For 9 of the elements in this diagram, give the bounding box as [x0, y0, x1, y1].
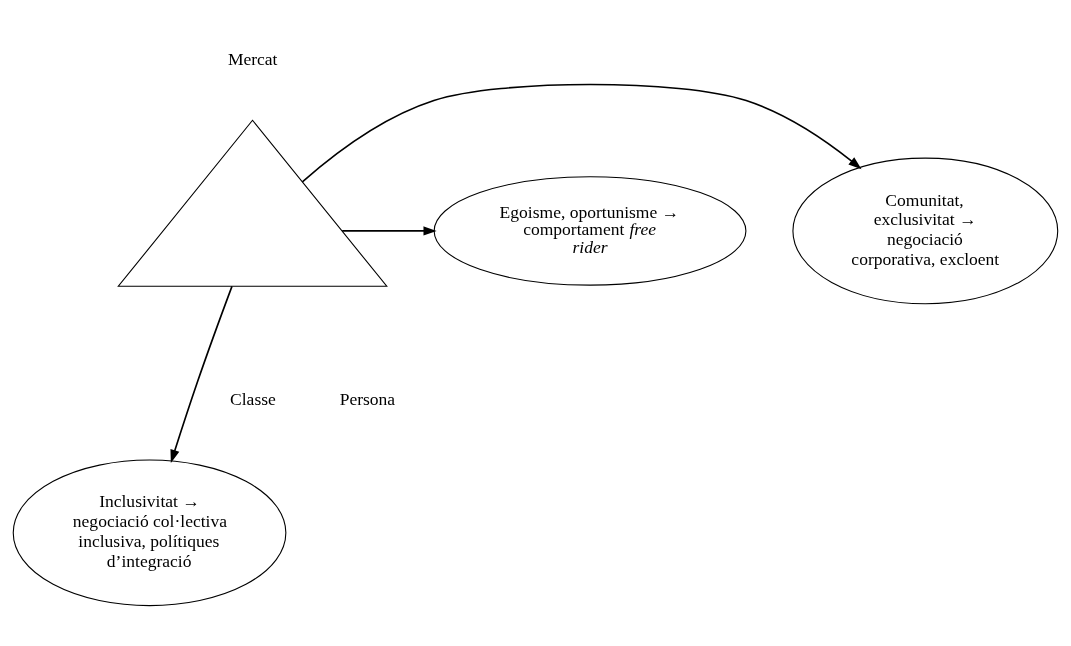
arrow [170, 285, 233, 463]
node-ellipse: Inclusivitat → negociació col·lectiva inclusiva, polítiques d’integració [12, 458, 287, 606]
node-triangle [117, 118, 388, 287]
label: Classe [230, 388, 276, 409]
label: Persona [339, 388, 396, 409]
arrow [341, 225, 437, 236]
label: Mercat [227, 48, 278, 69]
arrow [301, 83, 862, 183]
node-ellipse: Egoisme, oportunisme → comportament free rider [433, 175, 747, 286]
